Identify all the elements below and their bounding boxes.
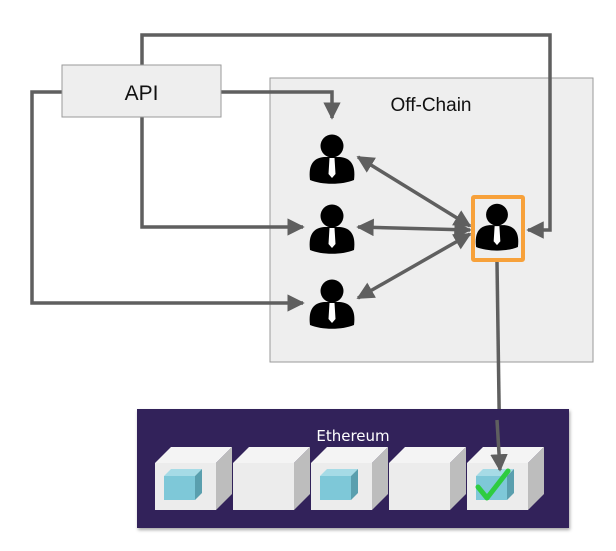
aggregator-node[interactable] [471,195,525,262]
transaction-cube-icon [164,469,202,500]
block-top-face [233,447,310,463]
aggregator-agent3-connector [356,232,472,300]
connectors [30,33,552,472]
api-to-agent2-connector [140,117,305,236]
checkmark-icon [475,468,511,501]
ethereum-region: Ethereum [137,409,569,528]
block-side-face [216,447,232,510]
block[interactable] [311,447,388,510]
block-chain [155,419,544,510]
block[interactable] [467,447,544,510]
aggregator-agent1-connector [356,155,472,228]
aggregator-to-ethereum-arrowhead [490,419,508,472]
block[interactable] [155,447,232,510]
block-front-face [389,463,450,510]
transaction-cube-icon [320,469,358,500]
ethereum-label: Ethereum [316,427,389,445]
block-side-face [294,447,310,510]
aggregator-agent2-connector [356,218,472,239]
api-node[interactable]: API [61,64,222,118]
api-to-aggregator-connector [140,33,552,239]
block-side-face [528,447,544,510]
block-top-face [155,447,232,463]
block-top-face [389,447,466,463]
api-to-agent3-connector [30,90,305,312]
block[interactable] [233,447,310,510]
block-side-face [450,447,466,510]
block-side-face [372,447,388,510]
block-front-face [233,463,294,510]
offchain-label: Off-Chain [391,95,472,116]
api-label: API [125,82,159,105]
api-to-agent1-connector [221,90,341,120]
block[interactable] [389,447,466,510]
block-top-face [311,447,388,463]
